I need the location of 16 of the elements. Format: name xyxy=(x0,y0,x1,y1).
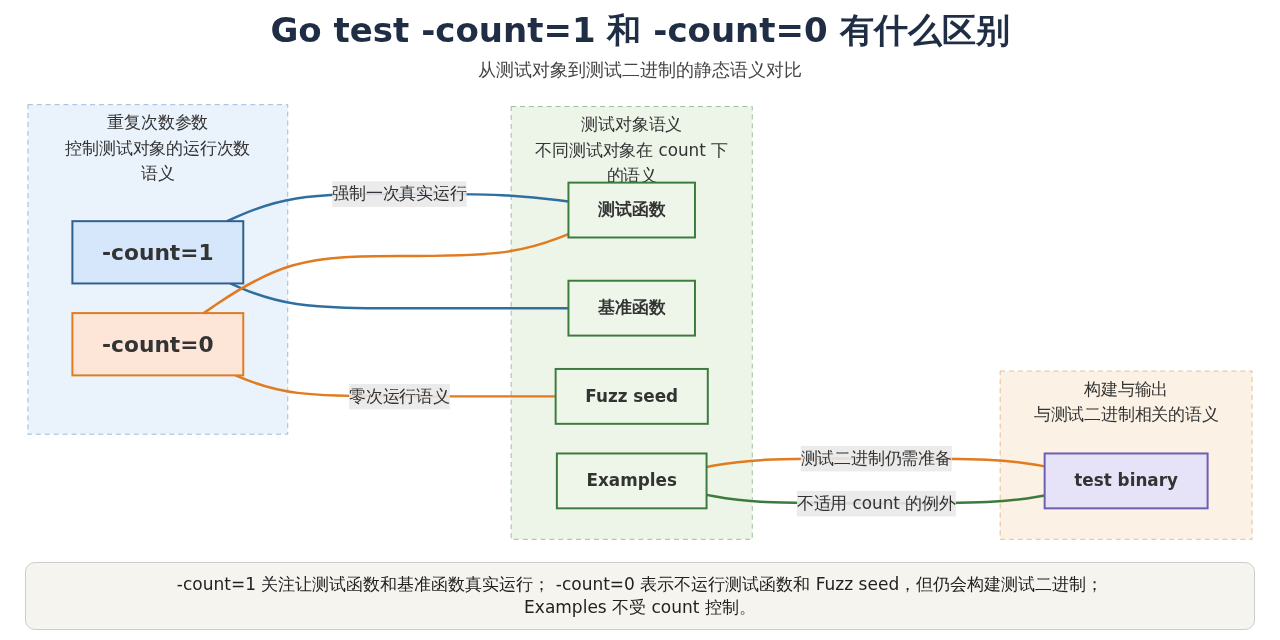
edge-label: 不适用 count 的例外 xyxy=(796,492,956,513)
title: Go test -count=1 和 -count=0 有什么区别 xyxy=(270,9,1010,52)
edge-label: 强制一次真实运行 xyxy=(332,183,467,204)
connector xyxy=(203,233,569,315)
node-box: -count=0 xyxy=(71,312,245,377)
node-box: 测试函数 xyxy=(567,181,696,239)
edge-label: 测试二进制仍需准备 xyxy=(800,447,952,468)
node-box: 基准函数 xyxy=(567,279,696,337)
node-box: Fuzz seed xyxy=(554,367,709,425)
caption: -count=1 关注让测试函数和基准函数真实运行； -count=0 表示不运行测试函数和 Fuzz seed，但仍会构建测试二进制；Examples 不受 count 控制。 xyxy=(25,562,1255,630)
node-box: test binary xyxy=(1043,452,1209,510)
edge-label: 零次运行语义 xyxy=(349,385,450,406)
subtitle: 从测试对象到测试二进制的静态语义对比 xyxy=(478,59,802,80)
node-box: -count=1 xyxy=(71,220,245,285)
connector xyxy=(229,282,569,310)
node-box: Examples xyxy=(555,452,708,510)
